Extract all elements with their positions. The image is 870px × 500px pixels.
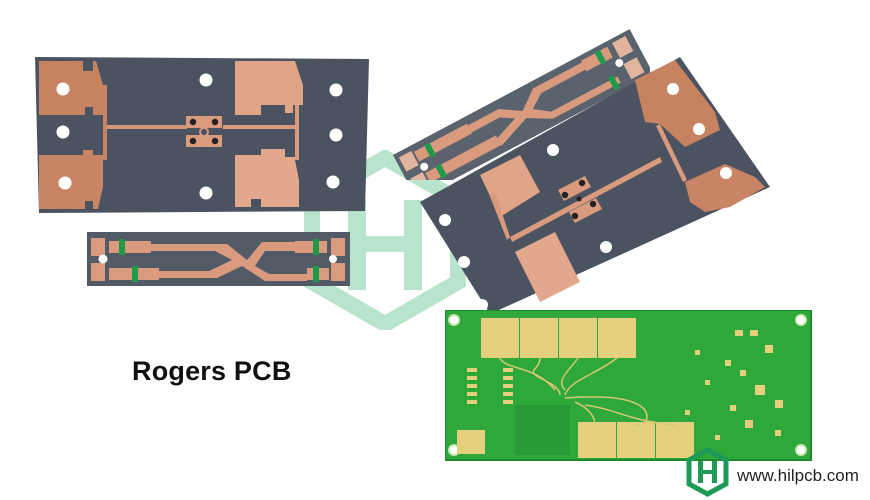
rogers-board-top-left — [33, 55, 373, 215]
rogers-board-right — [415, 52, 775, 317]
rogers-strip-bottom-left — [87, 232, 352, 288]
hexagon-h-logo-icon — [686, 447, 729, 497]
caption-title: Rogers PCB — [132, 356, 292, 386]
brand-logo — [685, 447, 730, 497]
rogers-strip-top-right — [385, 20, 650, 180]
website-url[interactable]: www.hilpcb.com — [737, 466, 859, 485]
green-pcb-bottom-right — [445, 310, 813, 462]
